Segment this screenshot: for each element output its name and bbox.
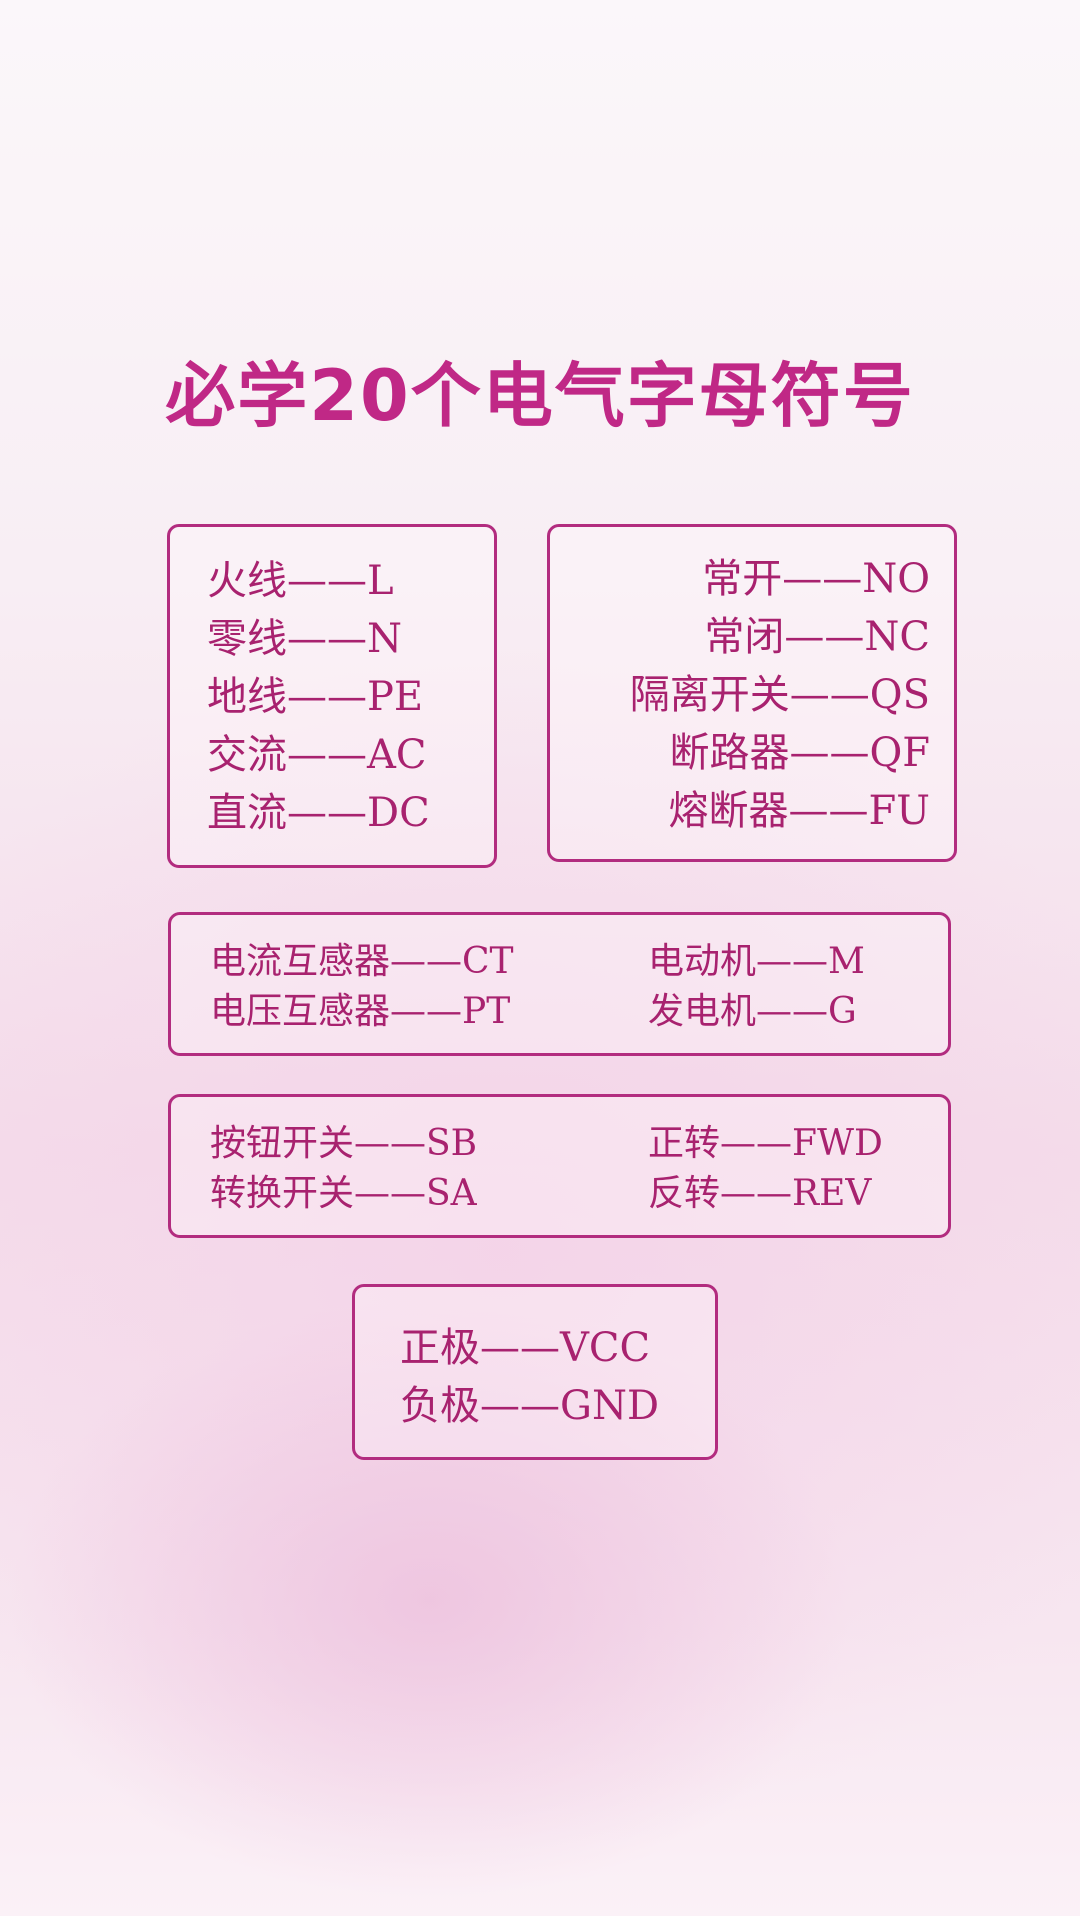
list-item: 地线——PE [207, 674, 424, 720]
box-polarity [352, 1284, 718, 1460]
list-item: 正转——FWD [648, 1123, 883, 1164]
list-item: 负极——GND [400, 1383, 660, 1429]
list-item: 按钮开关——SB [210, 1123, 478, 1164]
list-item: 发电机——G [648, 991, 857, 1032]
list-item: 隔离开关——QS [629, 672, 930, 718]
list-item: 常开——NO [702, 556, 930, 602]
list-item: 反转——REV [648, 1173, 872, 1214]
list-item: 断路器——QF [669, 730, 930, 776]
list-item: 电动机——M [648, 941, 865, 982]
list-item: 电流互感器——CT [210, 941, 514, 982]
box-basic-lines [167, 524, 497, 868]
list-item: 正极——VCC [400, 1325, 651, 1371]
list-item: 电压互感器——PT [210, 991, 511, 1032]
list-item: 熔断器——FU [668, 788, 930, 834]
page-title: 必学20个电气字母符号 [165, 355, 915, 437]
list-item: 常闭——NC [704, 614, 930, 660]
list-item: 转换开关——SA [210, 1173, 477, 1214]
list-item: 零线——N [207, 616, 402, 662]
list-item: 火线——L [207, 558, 394, 604]
box-switch-rotation [168, 1094, 951, 1238]
box-switches [547, 524, 957, 862]
list-item: 交流——AC [207, 732, 427, 778]
list-item: 直流——DC [207, 790, 430, 836]
box-transformers-motors [168, 912, 951, 1056]
